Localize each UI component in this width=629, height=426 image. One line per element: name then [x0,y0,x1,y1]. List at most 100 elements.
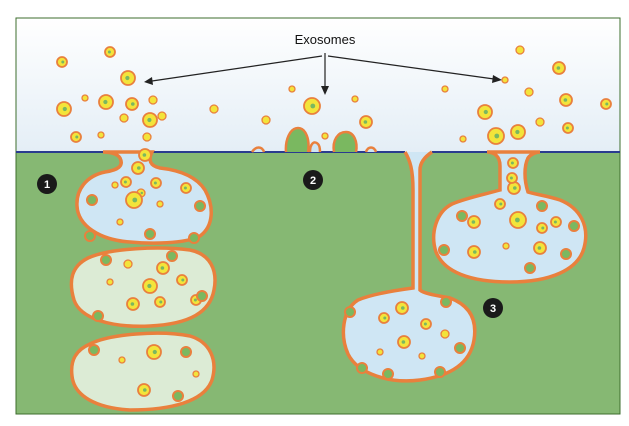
inward-bud [144,228,156,240]
marker-2: 2 [303,170,323,190]
vesicle [131,161,145,175]
inward-bud [438,244,450,256]
vesicle [509,211,527,229]
exosomes-label: Exosomes [295,32,356,47]
vesicle [288,85,296,93]
vesicle [562,122,574,134]
inward-bud [382,368,394,380]
vesicle [441,85,449,93]
marker-1: 1 [37,174,57,194]
vesicle [106,278,114,286]
vesicle [116,218,124,226]
inward-bud [188,232,200,244]
vesicle [137,383,151,397]
arrow-left [151,55,323,82]
inward-bud [180,346,192,358]
vesicle [550,216,562,228]
vesicle [120,176,132,188]
vesicle [502,242,510,250]
inward-bud [194,200,206,212]
vesicle [536,222,548,234]
mvb-1-fusing [75,150,213,245]
vesicle-layer [56,45,612,402]
vesicle [111,181,119,189]
vesicle [192,370,200,378]
vesicle [104,46,116,58]
vesicle [148,95,158,105]
vesicle [157,111,167,121]
vesicle [142,112,158,128]
inward-bud [356,362,368,374]
tubular-invagination [341,150,477,383]
vesicle [123,259,133,269]
marker-3: 3 [483,298,503,318]
marker-3-label: 3 [490,303,496,315]
vesicle [150,177,162,189]
vesicle [467,215,481,229]
vesicle [156,200,164,208]
exosomes-callout: Exosomes [144,32,502,95]
membrane-buds [250,126,378,153]
vesicle [378,312,390,324]
vesicle [494,198,506,210]
vesicle [120,70,136,86]
vesicle [459,135,467,143]
vesicle [180,182,192,194]
inward-bud [454,342,466,354]
vesicle [142,278,158,294]
inward-bud [172,390,184,402]
vesicle [487,127,505,145]
vesicle [321,132,329,140]
inward-bud [196,290,208,302]
vesicle [376,348,384,356]
arrow-right [327,55,495,80]
vesicle [524,87,534,97]
vesicle [420,318,432,330]
vesicle [359,115,373,129]
arrow-left-head [144,77,153,85]
inward-bud [84,230,96,242]
figure-frame [15,17,621,415]
inward-bud [344,306,356,318]
vesicle [154,296,166,308]
vesicle [261,115,271,125]
inward-bud [560,248,572,260]
vesicle [533,241,547,255]
vesicle [467,245,481,259]
vesicle [395,301,409,315]
vesicle [507,157,519,169]
vesicle [142,132,152,142]
vesicle [126,297,140,311]
marker-1-label: 1 [44,179,50,191]
vesicle [418,352,426,360]
vesicle [56,56,68,68]
vesicle [97,131,105,139]
vesicle [119,113,129,123]
vesicle [440,329,450,339]
vesicle [351,95,359,103]
inward-bud [456,210,468,222]
vesicle [138,148,152,162]
vesicle [56,101,72,117]
vesicle [507,181,521,195]
vesicle [81,94,89,102]
vesicle [510,124,526,140]
inward-bud [166,250,178,262]
inward-bud [568,220,580,232]
inward-bud [536,200,548,212]
inward-bud [434,366,446,378]
vesicle [506,172,518,184]
vesicle [125,191,143,209]
vesicle [501,76,509,84]
vesicle [600,98,612,110]
inward-bud [524,262,536,274]
inward-bud [86,194,98,206]
vesicle [397,335,411,349]
arrow-right-head [492,75,502,83]
vesicle [477,104,493,120]
vesicle [515,45,525,55]
vesicle [98,94,114,110]
inward-bud [88,344,100,356]
